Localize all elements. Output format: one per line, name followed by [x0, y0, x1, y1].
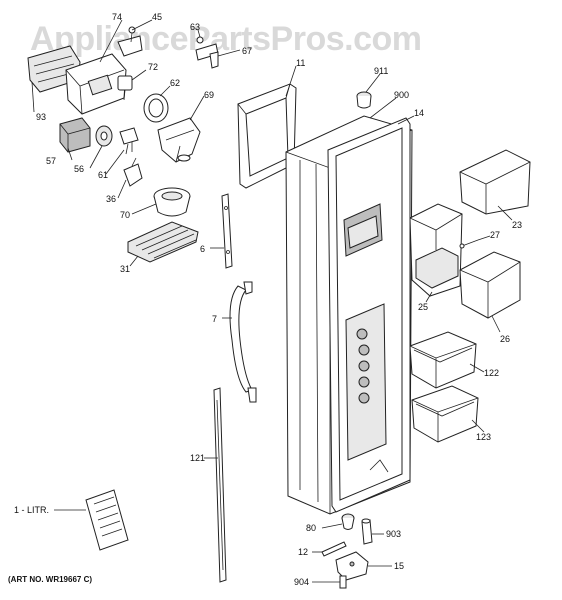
label-12: 12 [298, 547, 308, 557]
label-122: 122 [484, 368, 499, 378]
part-69-chute [157, 117, 201, 163]
part-labels: 74 45 63 67 72 62 93 57 56 61 69 36 70 3… [14, 12, 522, 587]
label-900: 900 [394, 90, 409, 100]
part-31-shelf [127, 221, 199, 263]
part-45-bracket [117, 26, 143, 57]
part-7-handle [229, 281, 257, 403]
part-36-fastener [123, 157, 143, 187]
label-61: 61 [98, 170, 108, 180]
label-6: 6 [200, 244, 205, 254]
label-1-litr: 1 - LITR. [14, 505, 49, 515]
part-67-clip [209, 51, 219, 69]
label-23: 23 [512, 220, 522, 230]
part-72-switch [117, 75, 133, 101]
label-26: 26 [500, 334, 510, 344]
part-74-auger-motor [65, 53, 127, 115]
part-123-bin [411, 385, 479, 443]
label-904: 904 [294, 577, 309, 587]
label-93: 93 [36, 112, 46, 122]
part-12-pin [321, 541, 347, 557]
label-903: 903 [386, 529, 401, 539]
label-45: 45 [152, 12, 162, 22]
label-70: 70 [120, 210, 130, 220]
label-80: 80 [306, 523, 316, 533]
label-74: 74 [112, 12, 122, 22]
watermark-text: AppliancePartsPros.com [30, 20, 421, 58]
label-15: 15 [394, 561, 404, 571]
label-7: 7 [212, 314, 217, 324]
dispenser-recess [343, 203, 389, 473]
leader-lines [31, 19, 513, 583]
label-67: 67 [242, 46, 252, 56]
part-15-bracket [335, 551, 369, 581]
part-121-gasket-strip [213, 387, 227, 583]
label-911: 911 [374, 66, 388, 76]
label-69: 69 [204, 90, 214, 100]
label-121: 121 [190, 453, 205, 463]
part-62-ring [143, 93, 169, 123]
label-56: 56 [74, 164, 84, 174]
label-123: 123 [476, 432, 491, 442]
label-25: 25 [418, 302, 428, 312]
label-72: 72 [148, 62, 158, 72]
part-6-trim [221, 193, 233, 269]
part-61-connector [119, 127, 139, 155]
part-26-shelf [459, 251, 521, 319]
part-25-bracket [409, 203, 463, 297]
art-number: (ART NO. WR19667 C) [8, 575, 92, 584]
label-11: 11 [296, 58, 305, 68]
part-57-motor [59, 117, 91, 153]
label-62: 62 [170, 78, 180, 88]
part-904-screw [339, 575, 347, 589]
part-903-tube [361, 518, 373, 545]
part-80-knob [341, 513, 355, 530]
part-70-cup [153, 187, 191, 217]
label-36: 36 [106, 194, 116, 204]
part-1-literature [85, 489, 129, 551]
label-63: 63 [190, 22, 200, 32]
label-14: 14 [414, 108, 424, 118]
part-56-fitting [95, 125, 113, 147]
label-27: 27 [490, 230, 500, 240]
part-23-bin-cover [459, 149, 531, 215]
part-11-frame [237, 83, 297, 189]
part-911-cap [356, 91, 372, 109]
part-122-bin [409, 331, 477, 389]
part-27-screw [459, 239, 479, 249]
label-57: 57 [46, 156, 56, 166]
label-31: 31 [120, 264, 130, 274]
